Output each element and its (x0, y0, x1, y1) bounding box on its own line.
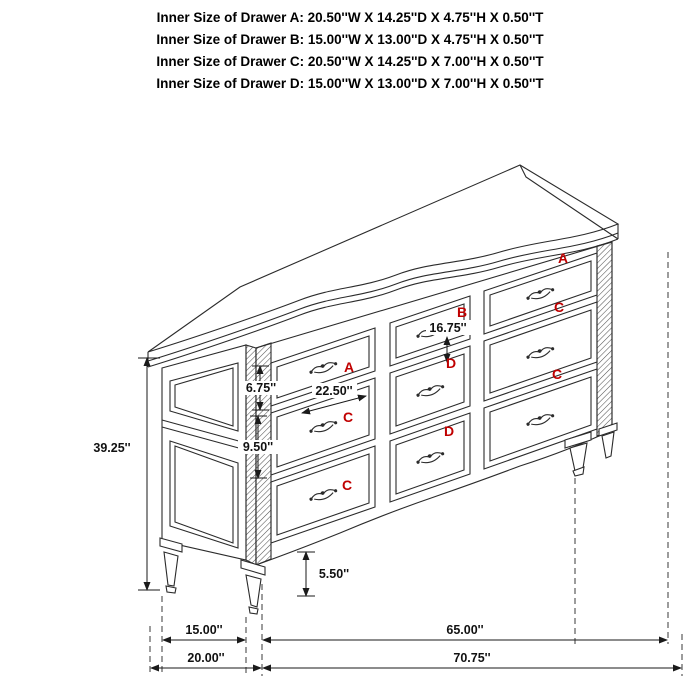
drawer-front-outer (270, 445, 376, 544)
drawer-front-outer (389, 412, 471, 503)
left-side-panel (161, 344, 257, 566)
drawer-c-size-line: Inner Size of Drawer C: 20.50''W X 14.25… (156, 54, 544, 69)
side-upper-panel-inner (174, 367, 234, 427)
side-lower-panel-outer (169, 440, 239, 549)
back-left-leg (159, 537, 183, 594)
top-edge-molding-line-2 (147, 238, 619, 368)
dim-overall-width-label: 70.75'' (453, 651, 490, 665)
drawer-label-top-right: A (558, 250, 568, 266)
drawer-front-inner (276, 453, 370, 536)
drawer-label-bottom-left: C (342, 477, 352, 493)
drawer-label-bottom-right: C (552, 366, 562, 382)
dim-top-drawer-height-label: 6.75'' (246, 381, 276, 395)
side-lower-panel-inner (174, 445, 234, 544)
drawer-label-middle-middle: D (446, 355, 456, 371)
dimension-annotations: 39.25'' 16.75'' 22.50'' 6.75'' 9.50'' 5.… (93, 320, 682, 672)
dim-left-top-arrow (301, 394, 367, 415)
dresser-top-panel (147, 164, 620, 368)
front-face (255, 241, 613, 566)
label-mask (241, 381, 281, 395)
dim-leg-spacing-depth-label: 15.00'' (185, 623, 222, 637)
drawer-front-outer (389, 345, 471, 435)
drawer-middle-middle (389, 345, 471, 435)
top-edge-molding-line-1 (147, 232, 619, 362)
drawer-front-outer (483, 252, 598, 335)
dim-lower-drawer-height-label: 9.50'' (243, 440, 273, 454)
top-surface (147, 164, 620, 353)
drawer-front-inner (489, 376, 592, 462)
drawer-front-inner (395, 420, 465, 495)
extension-lines (149, 252, 683, 676)
side-band-line-1 (161, 419, 247, 444)
drawer-size-title-block: Inner Size of Drawer A: 20.50''W X 14.25… (0, 7, 700, 95)
drawer-bottom-left (270, 445, 376, 544)
dim-middle-top-label: 16.75'' (429, 321, 466, 335)
dim-overall-depth-label: 20.00'' (187, 651, 224, 665)
drawer-front-outer (483, 301, 598, 402)
drawer-label-top-middle: B (457, 304, 467, 320)
drawer-middle-right (483, 301, 598, 402)
drawer-letter-labels: A B A C D C C D C (342, 250, 568, 493)
right-corner-leg (598, 422, 618, 459)
dim-leg-spacing-width-label: 65.00'' (446, 623, 483, 637)
front-left-leg (240, 559, 266, 615)
right-corner-post (596, 241, 613, 437)
drawer-front-inner (395, 353, 465, 427)
dim-overall-height-label: 39.25'' (93, 441, 130, 455)
label-mask (238, 440, 278, 454)
top-right-end-cap (519, 164, 619, 240)
drawer-front-inner (489, 260, 592, 327)
side-upper-panel-outer (169, 362, 239, 432)
label-mask (426, 320, 471, 335)
legs (159, 422, 618, 615)
drawer-label-middle-right: C (554, 299, 564, 315)
drawer-top-right (483, 252, 598, 335)
drawer-b-size-line: Inner Size of Drawer B: 15.00''W X 13.00… (156, 32, 544, 47)
drawer-front-outer (389, 295, 471, 367)
dim-left-top-label: 22.50'' (315, 384, 352, 398)
front-face-outline (255, 241, 613, 566)
drawer-front-inner (489, 309, 592, 394)
drawer-front-outer (483, 368, 598, 470)
side-band-line-2 (161, 426, 247, 451)
front-corner-post-side-face (245, 344, 257, 566)
drawer-label-bottom-middle: D (444, 423, 454, 439)
drawer-bottom-middle (389, 412, 471, 503)
drawer-d-size-line: Inner Size of Drawer D: 15.00''W X 13.00… (156, 76, 544, 91)
front-right-leg (564, 431, 592, 477)
drawer-bottom-right (483, 368, 598, 470)
drawer-a-size-line: Inner Size of Drawer A: 20.50''W X 14.25… (156, 10, 544, 25)
label-mask (312, 383, 357, 398)
drawer-label-middle-left: C (343, 409, 353, 425)
dim-leg-height-label: 5.50'' (319, 567, 349, 581)
drawer-label-top-left: A (344, 359, 354, 375)
